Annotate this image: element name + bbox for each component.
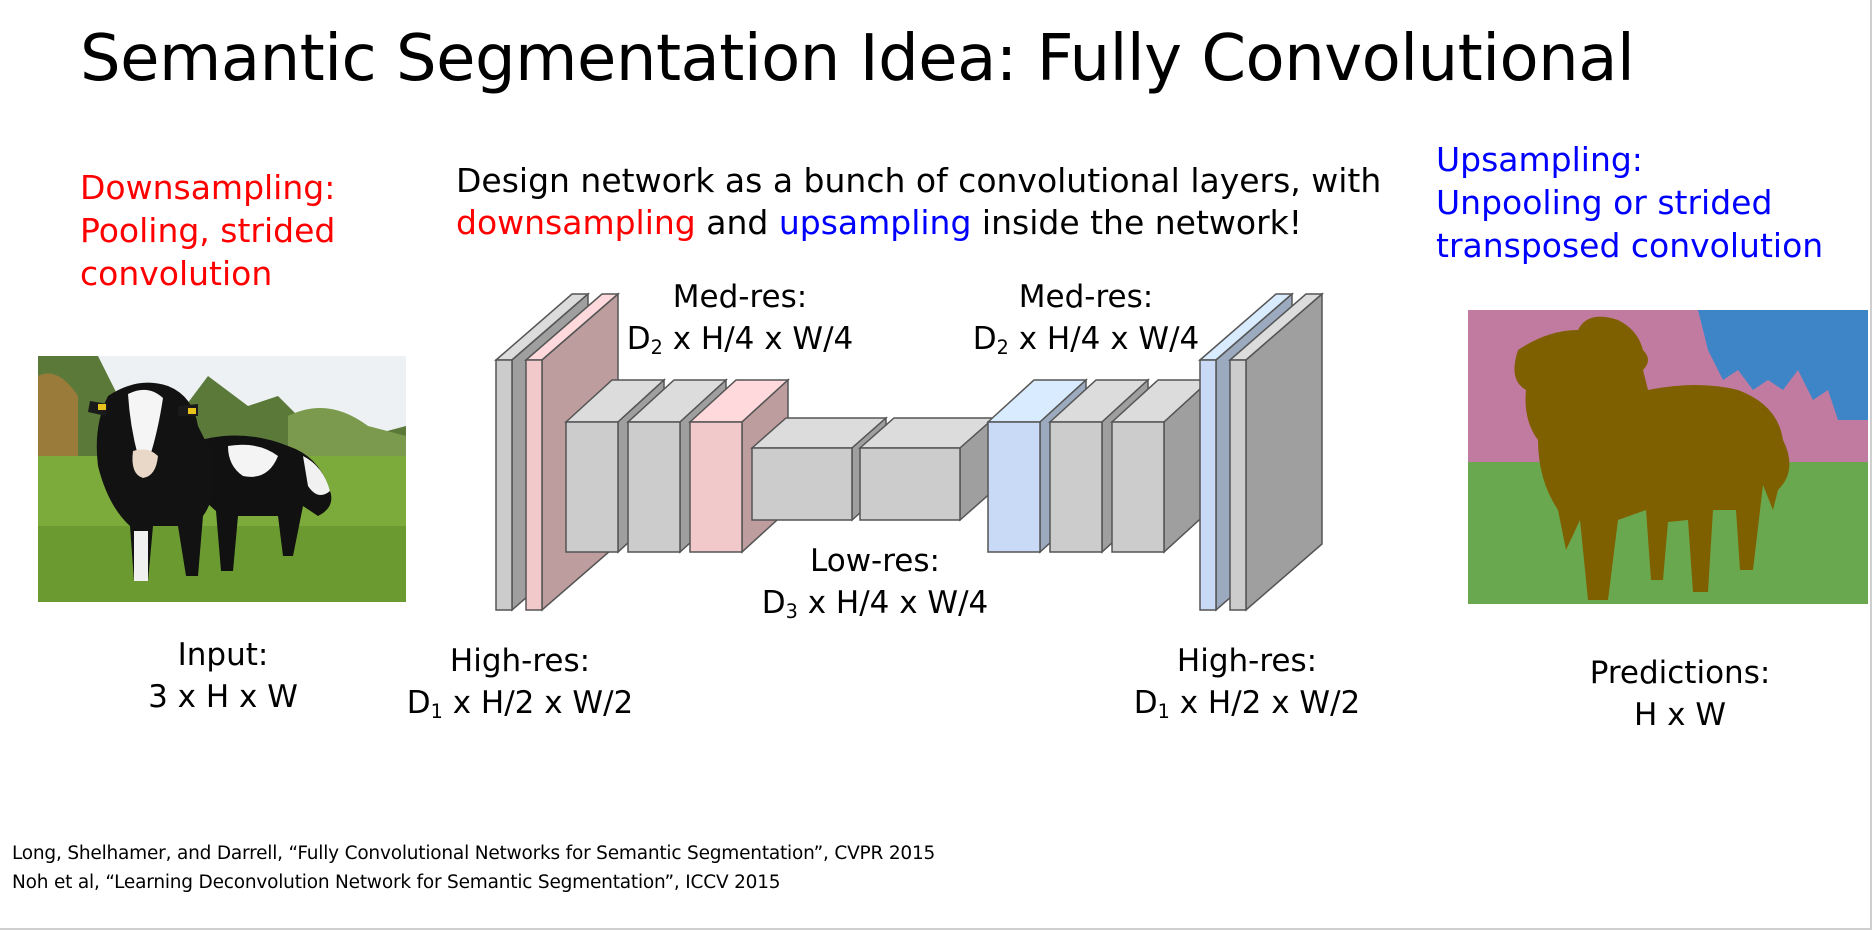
high-res-slab-right-2-front bbox=[1229, 359, 1247, 611]
downsampling-note: Downsampling: Pooling, strided convoluti… bbox=[80, 166, 335, 295]
low-res-label: Low-res: D3 x H/4 x W/4 bbox=[755, 540, 995, 624]
low-res-dims: D3 x H/4 x W/4 bbox=[761, 585, 989, 623]
and-word: and bbox=[706, 203, 769, 242]
upsampling-note-line: transposed convolution bbox=[1436, 226, 1824, 265]
upsampling-note-line: Unpooling or strided bbox=[1436, 183, 1773, 222]
predictions-label-line2: H x W bbox=[1633, 697, 1727, 733]
ear-tag bbox=[98, 404, 106, 410]
cow-muzzle bbox=[132, 449, 158, 478]
segmentation-prediction bbox=[1468, 310, 1868, 604]
high-res-left-label: High-res: D1 x H/2 x W/2 bbox=[400, 640, 640, 724]
predictions-label-line1: Predictions: bbox=[1589, 655, 1771, 691]
input-label: Input: 3 x H x W bbox=[123, 634, 323, 718]
upsampling-note-line: Upsampling: bbox=[1436, 140, 1643, 179]
high-res-right-title: High-res: bbox=[1176, 643, 1318, 679]
med-res-left-title: Med-res: bbox=[672, 279, 808, 315]
low-res-title: Low-res: bbox=[810, 543, 940, 579]
low-res-block-2-front bbox=[859, 447, 961, 521]
high-res-slab-left-1-front bbox=[495, 359, 513, 611]
input-cow-photo bbox=[38, 356, 406, 602]
high-res-slab-left-2-front bbox=[525, 359, 543, 611]
ear-tag bbox=[188, 408, 196, 414]
med-res-block-left-3-front bbox=[689, 421, 743, 553]
predictions-label: Predictions: H x W bbox=[1560, 652, 1800, 736]
upsampling-word: upsampling bbox=[778, 203, 972, 242]
high-res-left-dims: D1 x H/2 x W/2 bbox=[406, 685, 634, 723]
block-group bbox=[493, 292, 1325, 612]
downsampling-word: downsampling bbox=[456, 203, 696, 242]
med-res-right-title: Med-res: bbox=[1018, 279, 1154, 315]
upsampling-note: Upsampling: Unpooling or strided transpo… bbox=[1436, 138, 1823, 267]
front-cow bbox=[96, 382, 215, 581]
med-res-block-right-1-front bbox=[987, 421, 1041, 553]
input-label-line1: Input: bbox=[177, 637, 269, 673]
slide-title: Semantic Segmentation Idea: Fully Convol… bbox=[80, 22, 1635, 96]
med-res-block-left-1-front bbox=[565, 421, 619, 553]
low-res-block-1-front bbox=[751, 447, 853, 521]
med-res-block-right-3-front bbox=[1111, 421, 1165, 553]
autumn-tree bbox=[38, 373, 78, 466]
downsampling-note-line: Downsampling: bbox=[80, 168, 336, 207]
downsampling-note-line: Pooling, strided bbox=[80, 211, 336, 250]
seg-sky-blue bbox=[1698, 310, 1868, 420]
downsampling-note-line: convolution bbox=[80, 254, 273, 293]
med-res-left-dims: D2 x H/4 x W/4 bbox=[626, 321, 854, 359]
reference-1: Long, Shelhamer, and Darrell, “Fully Con… bbox=[12, 843, 936, 864]
high-res-right-label: High-res: D1 x H/2 x W/2 bbox=[1127, 640, 1367, 724]
med-res-block-left-2-front bbox=[627, 421, 681, 553]
design-note: Design network as a bunch of convolution… bbox=[456, 160, 1381, 244]
design-note-line2: downsampling and upsampling inside the n… bbox=[456, 202, 1381, 244]
reference-2: Noh et al, “Learning Deconvolution Netwo… bbox=[12, 872, 781, 893]
seg-cows bbox=[1514, 316, 1790, 600]
med-res-right-dims: D2 x H/4 x W/4 bbox=[972, 321, 1200, 359]
high-res-left-title: High-res: bbox=[449, 643, 591, 679]
high-res-slab-right-1-front bbox=[1199, 359, 1217, 611]
design-note-line1: Design network as a bunch of convolution… bbox=[456, 161, 1382, 200]
back-cow bbox=[188, 435, 332, 571]
network-diagram: .e{stroke:#555;stroke-width:1.5;} bbox=[493, 292, 1325, 612]
med-res-right-label: Med-res: D2 x H/4 x W/4 bbox=[966, 276, 1206, 360]
design-note-tail: inside the network! bbox=[981, 203, 1302, 242]
med-res-left-label: Med-res: D2 x H/4 x W/4 bbox=[620, 276, 860, 360]
med-res-block-right-2-front bbox=[1049, 421, 1103, 553]
high-res-right-dims: D1 x H/2 x W/2 bbox=[1133, 685, 1361, 723]
input-label-line2: 3 x H x W bbox=[148, 679, 298, 715]
